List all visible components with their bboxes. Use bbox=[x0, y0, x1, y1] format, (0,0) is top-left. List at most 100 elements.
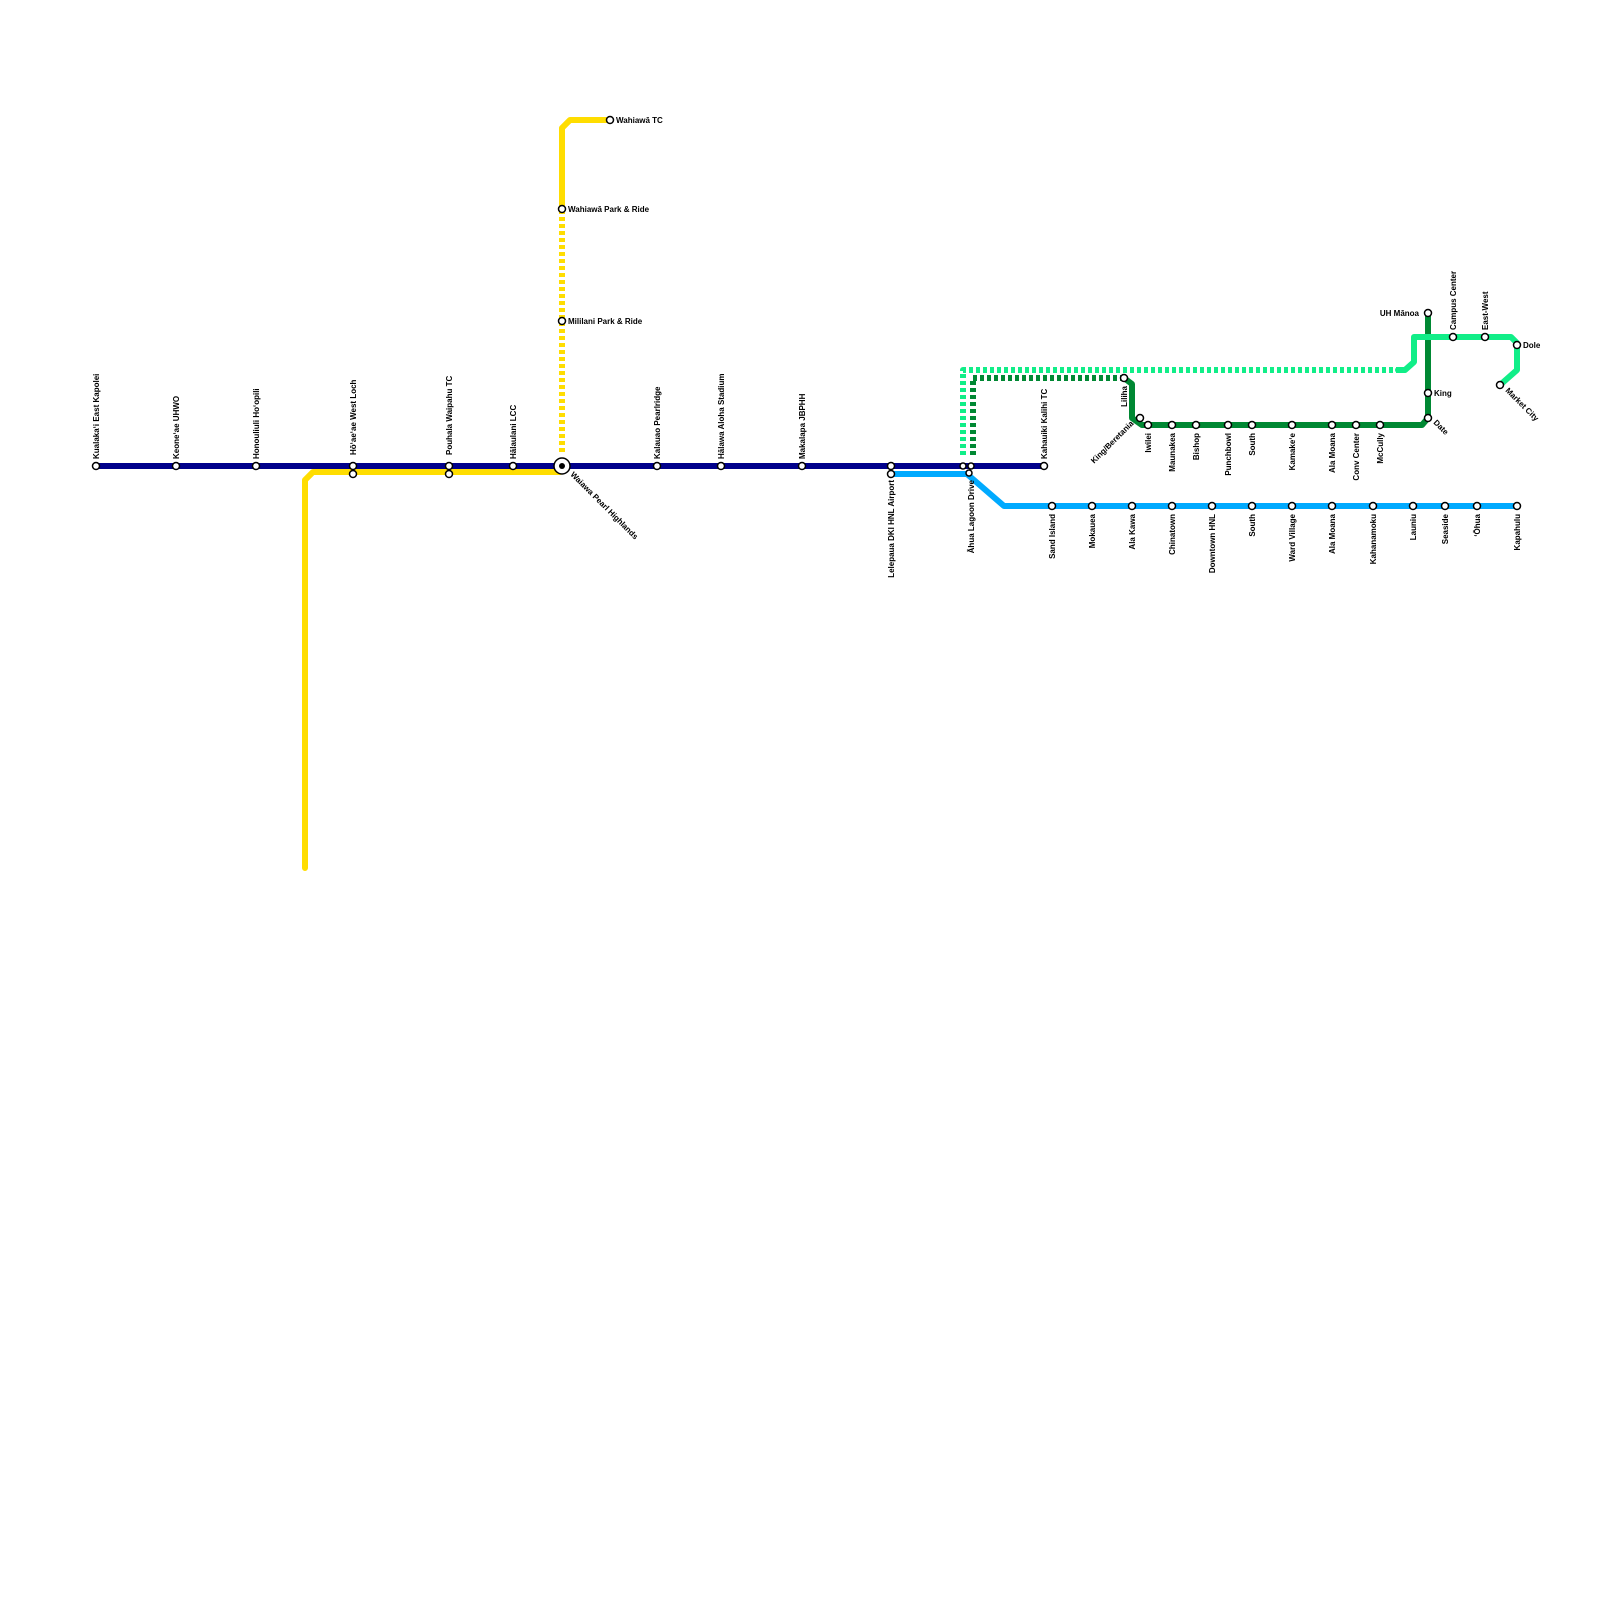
station-label: East-West bbox=[1481, 291, 1490, 330]
station-marker[interactable] bbox=[1119, 373, 1129, 383]
station-marker[interactable] bbox=[797, 461, 807, 471]
station-marker[interactable] bbox=[1207, 501, 1217, 511]
station-marker[interactable] bbox=[1247, 501, 1257, 511]
station-label: Makalapa JBPHH bbox=[798, 393, 807, 459]
station-label: King/Beretania bbox=[1089, 419, 1136, 466]
stations bbox=[91, 115, 1522, 511]
station-label: ‘Ōhua bbox=[1473, 513, 1482, 536]
interchange-marker bbox=[559, 463, 565, 469]
station-marker[interactable] bbox=[1423, 413, 1433, 423]
gold-line-south-branch bbox=[302, 462, 563, 871]
station-label: Hālaulani LCC bbox=[509, 405, 518, 459]
station-marker[interactable] bbox=[886, 469, 896, 479]
station-marker[interactable] bbox=[1423, 388, 1433, 398]
blue-line bbox=[888, 471, 1520, 509]
station-label: Sand Island bbox=[1048, 514, 1057, 559]
station-label: King bbox=[1434, 389, 1452, 398]
station-label: Waiawa Pearl Highlands bbox=[569, 470, 641, 542]
station-marker[interactable] bbox=[1408, 501, 1418, 511]
station-marker[interactable] bbox=[1087, 501, 1097, 511]
route-lines bbox=[93, 117, 1520, 871]
station-label: Mokauea bbox=[1088, 513, 1097, 548]
station-marker[interactable] bbox=[557, 204, 567, 214]
station-marker[interactable] bbox=[886, 461, 896, 471]
station-label: Wahiawā TC bbox=[616, 116, 663, 125]
station-label: Hō‘ae‘ae West Loch bbox=[349, 379, 358, 455]
station-marker[interactable] bbox=[1423, 308, 1433, 318]
station-marker[interactable] bbox=[508, 461, 518, 471]
station-marker[interactable] bbox=[1512, 340, 1522, 350]
station-label: Chinatown bbox=[1168, 514, 1177, 555]
station-marker[interactable] bbox=[444, 461, 454, 471]
gold-line-wahiawa-segment bbox=[559, 117, 613, 211]
station-label: Bishop bbox=[1192, 433, 1201, 460]
station-marker[interactable] bbox=[1368, 501, 1378, 511]
station-label: McCully bbox=[1376, 432, 1385, 463]
station-label: Downtown HNL bbox=[1208, 514, 1217, 573]
station-label: Kalauao Pearlridge bbox=[653, 386, 662, 459]
station-label: Maunakea bbox=[1168, 432, 1177, 471]
station-marker[interactable] bbox=[652, 461, 662, 471]
station-marker[interactable] bbox=[1039, 461, 1049, 471]
station-label: UH Mānoa bbox=[1380, 309, 1420, 318]
station-marker[interactable] bbox=[1287, 420, 1297, 430]
station-marker[interactable] bbox=[1127, 501, 1137, 511]
station-label: Lelepaua DKI HNL Airport bbox=[887, 480, 896, 578]
station-label: Kamake‘e bbox=[1288, 432, 1297, 470]
station-label: Wahiawā Park & Ride bbox=[568, 205, 650, 214]
station-marker[interactable] bbox=[91, 461, 101, 471]
station-label: Market City bbox=[1504, 386, 1541, 423]
station-label: Kahauiki Kalihi TC bbox=[1040, 389, 1049, 459]
station-marker[interactable] bbox=[171, 461, 181, 471]
station-marker[interactable] bbox=[967, 462, 975, 470]
station-label: Iwilei bbox=[1144, 433, 1153, 453]
station-marker[interactable] bbox=[1327, 501, 1337, 511]
station-marker[interactable] bbox=[1167, 420, 1177, 430]
station-label: Ala Moana bbox=[1328, 432, 1337, 473]
station-marker[interactable] bbox=[1472, 501, 1482, 511]
station-marker[interactable] bbox=[1375, 420, 1385, 430]
station-marker[interactable] bbox=[959, 462, 967, 470]
station-label: Ala Kawa bbox=[1128, 513, 1137, 549]
station-marker[interactable] bbox=[1191, 420, 1201, 430]
station-marker[interactable] bbox=[1512, 501, 1522, 511]
station-label: South bbox=[1248, 433, 1257, 456]
station-label: Launiu bbox=[1409, 514, 1418, 540]
station-marker[interactable] bbox=[348, 469, 358, 479]
station-label: Āhua Lagoon Drive bbox=[967, 479, 976, 553]
station-marker[interactable] bbox=[1480, 332, 1490, 342]
station-label: Seaside bbox=[1441, 513, 1450, 544]
station-label: Campus Center bbox=[1449, 271, 1458, 330]
station-marker[interactable] bbox=[605, 115, 615, 125]
station-marker[interactable] bbox=[557, 316, 567, 326]
station-marker[interactable] bbox=[1143, 420, 1153, 430]
station-marker[interactable] bbox=[1351, 420, 1361, 430]
station-label: Hālawa Aloha Stadium bbox=[717, 374, 726, 460]
station-marker[interactable] bbox=[1135, 413, 1145, 423]
station-marker[interactable] bbox=[444, 469, 454, 479]
light-green-line bbox=[1395, 334, 1520, 388]
station-marker[interactable] bbox=[348, 461, 358, 471]
station-marker[interactable] bbox=[1047, 501, 1057, 511]
station-label: Conv Center bbox=[1352, 433, 1361, 481]
station-label: South bbox=[1248, 514, 1257, 537]
station-marker[interactable] bbox=[1495, 380, 1505, 390]
station-marker[interactable] bbox=[965, 469, 973, 477]
station-marker[interactable] bbox=[251, 461, 261, 471]
station-marker[interactable] bbox=[1440, 501, 1450, 511]
station-label: Mililani Park & Ride bbox=[568, 317, 643, 326]
station-label: Ala Moana bbox=[1328, 513, 1337, 554]
station-marker[interactable] bbox=[716, 461, 726, 471]
station-label: Punchbowl bbox=[1224, 433, 1233, 476]
station-marker[interactable] bbox=[1167, 501, 1177, 511]
station-marker[interactable] bbox=[1223, 420, 1233, 430]
station-label: Pouhala Waipahu TC bbox=[445, 376, 454, 455]
station-marker[interactable] bbox=[1448, 332, 1458, 342]
station-marker[interactable] bbox=[1327, 420, 1337, 430]
station-marker[interactable] bbox=[1247, 420, 1257, 430]
station-label: Ward Village bbox=[1288, 513, 1297, 561]
station-label: Kapahulu bbox=[1513, 514, 1522, 551]
station-marker[interactable] bbox=[1287, 501, 1297, 511]
station-label: Honouliuli Ho‘opili bbox=[252, 388, 261, 459]
